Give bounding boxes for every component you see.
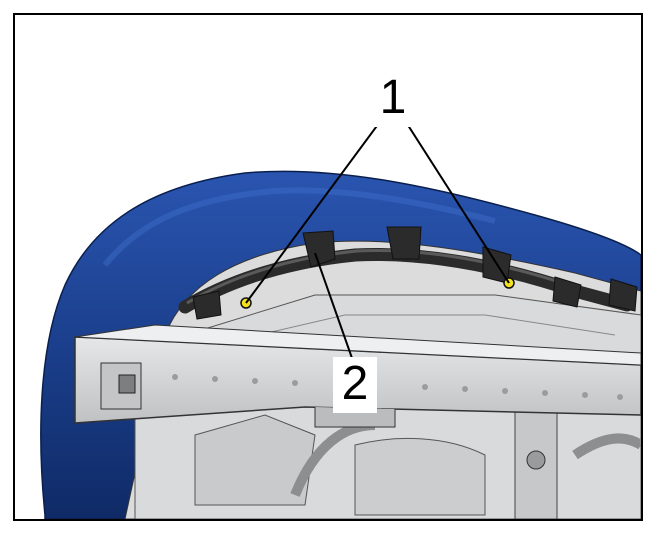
bumper-cover-highlight (102, 187, 496, 267)
figure-frame: 1 2 (13, 13, 643, 521)
crossmember-holes (172, 374, 623, 400)
leader-lines (245, 118, 510, 362)
bracket-hole (526, 450, 546, 470)
callout-label-1: 1 (373, 71, 413, 127)
guide-rail (178, 248, 634, 314)
guide-rail-highlight (186, 249, 576, 305)
front-crossmember-top (74, 324, 641, 366)
rail-clips (192, 226, 638, 320)
inner-structure-detail (214, 314, 616, 346)
crossmember-end-bracket-tab (118, 374, 136, 394)
inner-structure-detail-3 (354, 437, 486, 516)
callout-label-2: 2 (333, 357, 377, 413)
pipe-right (572, 433, 641, 460)
bumper-assembly-illustration (40, 118, 641, 519)
